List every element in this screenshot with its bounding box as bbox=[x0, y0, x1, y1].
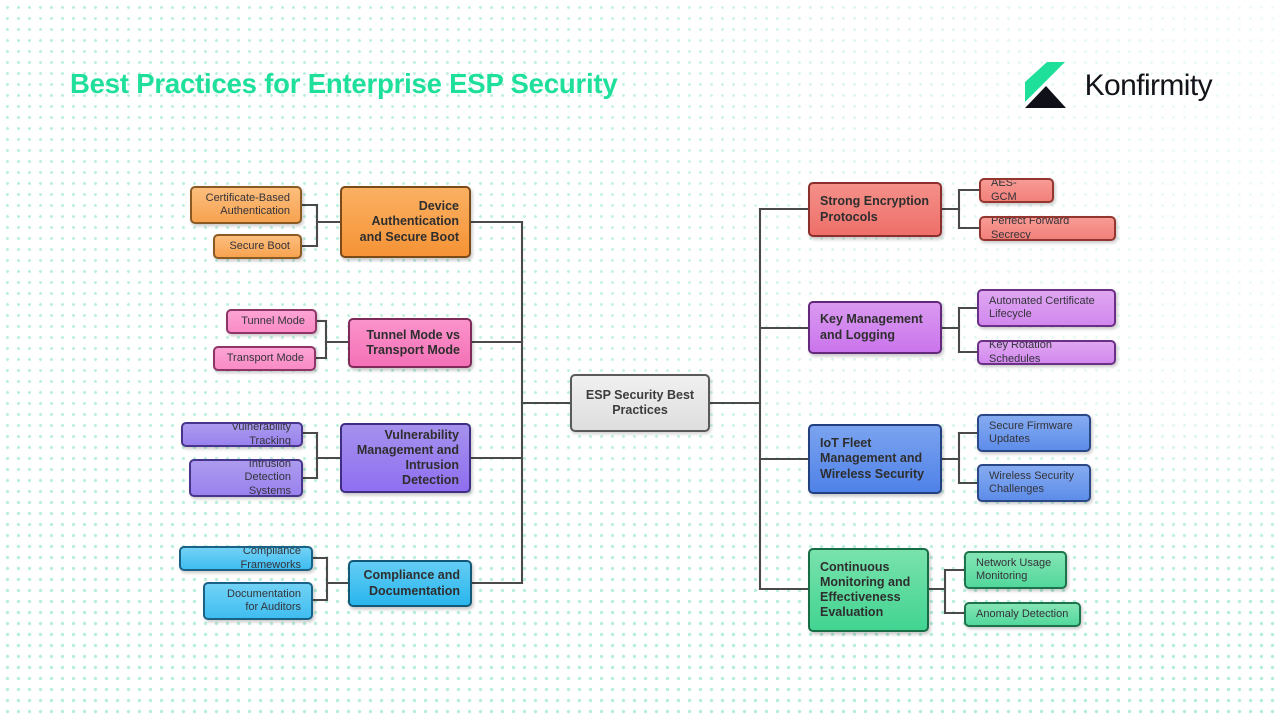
leaf-node-aes-gcm[interactable]: AES-GCM bbox=[979, 178, 1054, 203]
branch-node-label: Continuous Monitoring and Effectiveness … bbox=[820, 559, 911, 620]
leaf-node-label: Automated Certificate Lifecycle bbox=[989, 294, 1095, 320]
leaf-node-automated-certificate-lifecycle[interactable]: Automated Certificate Lifecycle bbox=[977, 289, 1116, 327]
page-header: Best Practices for Enterprise ESP Securi… bbox=[0, 0, 1280, 150]
branch-node-strong-encryption-protocols[interactable]: Strong Encryption Protocols bbox=[808, 182, 942, 237]
leaf-node-label: Secure Firmware Updates bbox=[989, 419, 1073, 445]
leaf-node-anomaly-detection[interactable]: Anomaly Detection bbox=[964, 602, 1081, 627]
leaf-node-secure-boot[interactable]: Secure Boot bbox=[213, 234, 302, 259]
branch-node-tunnel-vs-transport[interactable]: Tunnel Mode vs Transport Mode bbox=[348, 318, 472, 368]
branch-node-label: IoT Fleet Management and Wireless Securi… bbox=[820, 436, 925, 481]
root-node-label: ESP Security Best Practices bbox=[585, 387, 695, 417]
leaf-node-label: Certificate-Based Authentication bbox=[205, 191, 290, 217]
branch-node-label: Key Management and Logging bbox=[820, 312, 923, 342]
brand-name: Konfirmity bbox=[1084, 69, 1213, 102]
leaf-node-label: Intrusion Detection Systems bbox=[244, 459, 291, 497]
branch-node-label: Strong Encryption Protocols bbox=[820, 194, 930, 224]
root-node[interactable]: ESP Security Best Practices bbox=[570, 374, 710, 432]
leaf-node-tunnel-mode[interactable]: Tunnel Mode bbox=[226, 309, 317, 334]
branch-node-device-authentication[interactable]: Device Authentication and Secure Boot bbox=[340, 186, 471, 258]
leaf-node-key-rotation-schedules[interactable]: Key Rotation Schedules bbox=[977, 340, 1116, 365]
branch-node-iot-fleet-management[interactable]: IoT Fleet Management and Wireless Securi… bbox=[808, 424, 942, 494]
branch-node-compliance-documentation[interactable]: Compliance and Documentation bbox=[348, 560, 472, 607]
branch-node-label: Vulnerability Management and Intrusion D… bbox=[356, 427, 459, 488]
branch-node-key-management-logging[interactable]: Key Management and Logging bbox=[808, 301, 942, 354]
leaf-node-network-usage-monitoring[interactable]: Network Usage Monitoring bbox=[964, 551, 1067, 589]
leaf-node-wireless-security-challenges[interactable]: Wireless Security Challenges bbox=[977, 464, 1091, 502]
leaf-node-vulnerability-tracking[interactable]: Vulnerability Tracking bbox=[181, 422, 303, 447]
branch-node-label: Compliance and Documentation bbox=[363, 568, 460, 598]
leaf-node-certificate-based-authentication[interactable]: Certificate-Based Authentication bbox=[190, 186, 302, 224]
branch-node-label: Tunnel Mode vs Transport Mode bbox=[366, 327, 460, 357]
leaf-node-label: Tunnel Mode bbox=[241, 314, 305, 327]
leaf-node-label: Network Usage Monitoring bbox=[976, 556, 1052, 582]
leaf-node-documentation-for-auditors[interactable]: Documentation for Auditors bbox=[203, 582, 313, 620]
leaf-node-label: Key Rotation Schedules bbox=[989, 340, 1052, 365]
leaf-node-label: Compliance Frameworks bbox=[240, 546, 301, 571]
leaf-node-label: Secure Boot bbox=[229, 239, 290, 252]
leaf-node-compliance-frameworks[interactable]: Compliance Frameworks bbox=[179, 546, 313, 571]
branch-node-vulnerability-management[interactable]: Vulnerability Management and Intrusion D… bbox=[340, 423, 471, 493]
leaf-node-transport-mode[interactable]: Transport Mode bbox=[213, 346, 316, 371]
leaf-node-label: Documentation for Auditors bbox=[227, 587, 301, 613]
leaf-node-perfect-forward-secrecy[interactable]: Perfect Forward Secrecy bbox=[979, 216, 1116, 241]
leaf-node-label: AES-GCM bbox=[991, 178, 1017, 203]
leaf-node-secure-firmware-updates[interactable]: Secure Firmware Updates bbox=[977, 414, 1091, 452]
leaf-node-label: Perfect Forward Secrecy bbox=[991, 216, 1070, 241]
branch-node-label: Device Authentication and Secure Boot bbox=[359, 199, 459, 244]
branch-node-continuous-monitoring[interactable]: Continuous Monitoring and Effectiveness … bbox=[808, 548, 929, 632]
leaf-node-intrusion-detection-systems[interactable]: Intrusion Detection Systems bbox=[189, 459, 303, 497]
page-title: Best Practices for Enterprise ESP Securi… bbox=[70, 68, 618, 99]
leaf-node-label: Transport Mode bbox=[226, 351, 304, 364]
leaf-node-label: Vulnerability Tracking bbox=[231, 422, 291, 447]
konfirmity-k-logo-icon bbox=[1024, 62, 1066, 108]
leaf-node-label: Wireless Security Challenges bbox=[989, 469, 1074, 495]
leaf-node-label: Anomaly Detection bbox=[976, 607, 1069, 620]
brand-lockup: Konfirmity bbox=[1021, 62, 1213, 110]
